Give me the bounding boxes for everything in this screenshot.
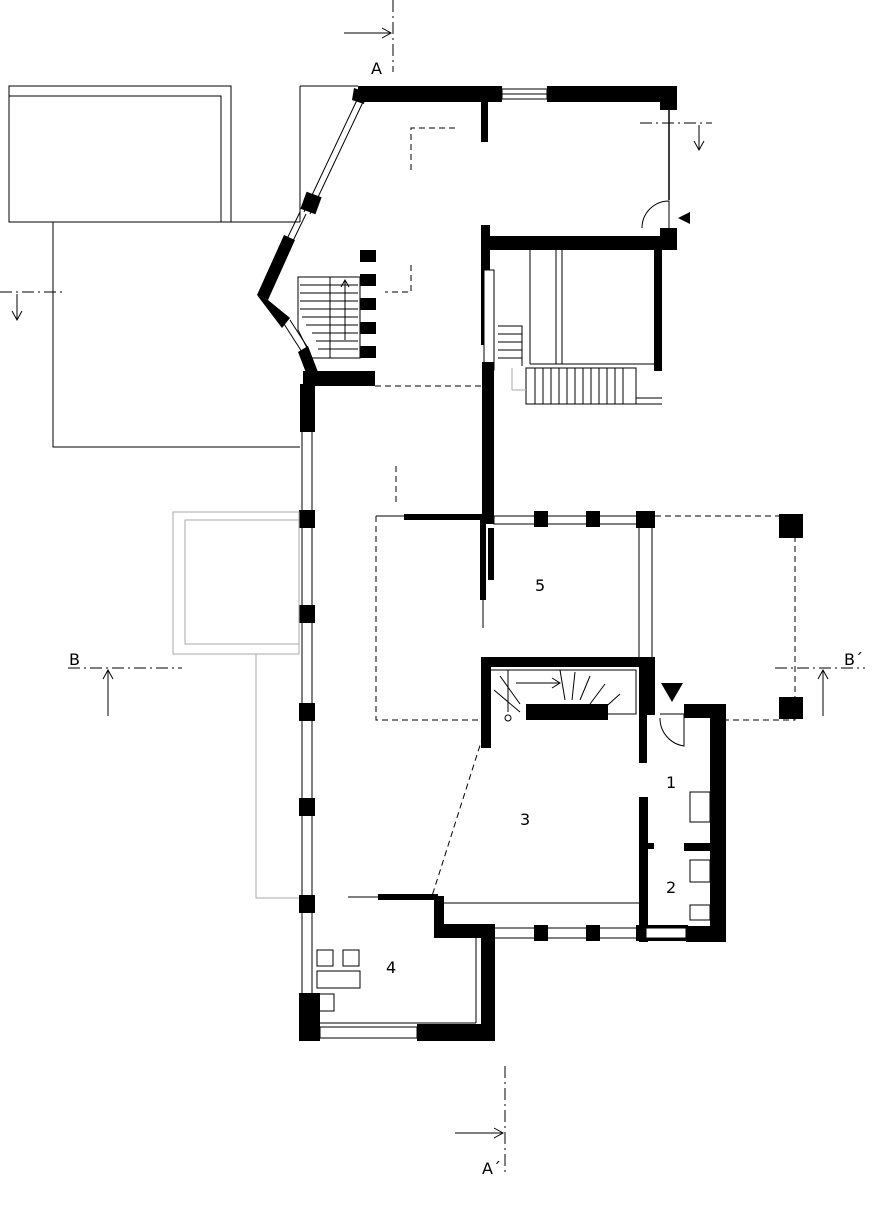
section-label-a-top: A (371, 59, 382, 78)
spine-wall-north (481, 225, 495, 524)
room-label-3: 3 (520, 810, 530, 829)
west-facade (299, 432, 320, 1041)
ne-block (486, 236, 662, 405)
se-stair (481, 657, 655, 748)
section-label-a-bottom: A´ (482, 1159, 501, 1178)
entrance-rooms (639, 683, 726, 942)
nw-stair (297, 276, 361, 359)
section-line-b-left (68, 667, 182, 716)
section-line-a-bottom (455, 1066, 506, 1175)
upper-walls (257, 86, 690, 432)
section-label-b-left: B (69, 650, 80, 669)
section-label-b-right: B´ (844, 650, 863, 669)
room-4-structure (316, 924, 495, 1041)
section-line-a-top (344, 0, 394, 72)
section-line-b-right (775, 667, 865, 716)
room-label-1: 1 (666, 773, 676, 792)
room-3-structure (348, 735, 688, 941)
annex-outline (8, 85, 358, 448)
room-label-5: 5 (535, 576, 545, 595)
courtyard-structure (375, 466, 803, 721)
section-line-right-arrow (640, 122, 712, 152)
ne-stair-steps (534, 368, 624, 404)
section-line-left-arrow (0, 291, 66, 322)
room-label-4: 4 (386, 958, 396, 977)
west-terrace-outline (172, 511, 300, 899)
room-label-2: 2 (666, 878, 676, 897)
